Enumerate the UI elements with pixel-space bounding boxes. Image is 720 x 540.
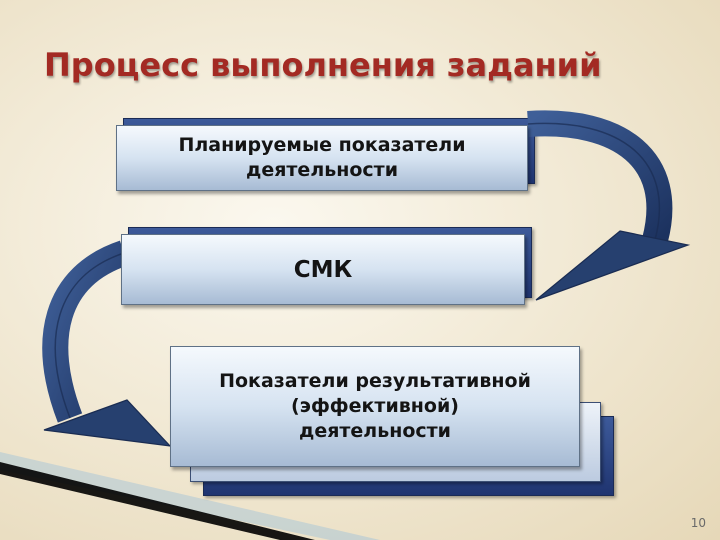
result-indicators-box: Показатели результативной (эффективной) … xyxy=(170,346,580,467)
slide-title: Процесс выполнения заданий xyxy=(44,46,602,84)
smk-box: СМК xyxy=(121,234,525,305)
result-indicators-line2: (эффективной) xyxy=(291,395,459,417)
result-indicators-line3: деятельности xyxy=(298,420,451,442)
planned-indicators-line1: Планируемые показатели xyxy=(178,134,466,156)
planned-indicators-box: Планируемые показатели деятельности xyxy=(116,125,528,191)
arrow-right xyxy=(527,110,691,301)
planned-indicators-line2: деятельности xyxy=(245,159,399,181)
page-number: 10 xyxy=(690,516,706,530)
result-indicators-line1: Показатели результативной xyxy=(219,370,531,392)
arrow-left xyxy=(42,240,172,447)
smk-label: СМК xyxy=(293,256,353,283)
